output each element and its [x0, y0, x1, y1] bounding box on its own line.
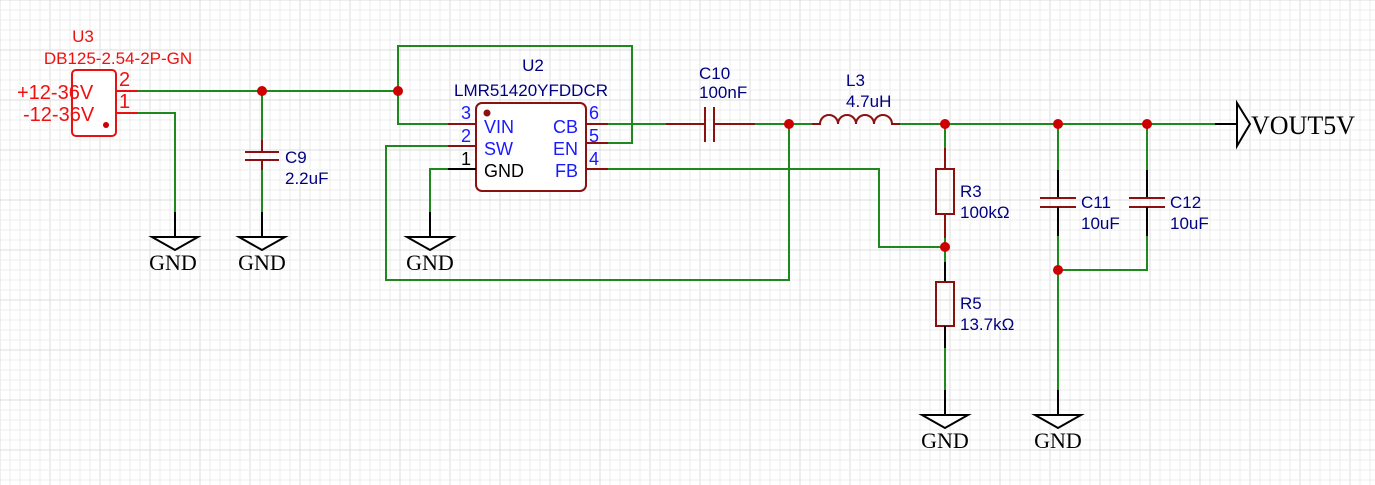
r5-designator: R5 [960, 294, 982, 313]
r3-designator: R3 [960, 182, 982, 201]
junction-dot [940, 242, 950, 252]
ground-icon [235, 236, 289, 252]
c9-value: 2.2uF [285, 169, 328, 188]
c9-designator: C9 [285, 148, 307, 167]
u2-pin-sw-num: 2 [461, 126, 471, 146]
u3-pin1-label: -12-36V [23, 104, 95, 126]
c11-designator: C11 [1081, 193, 1111, 212]
r5-value: 13.7kΩ [960, 315, 1014, 334]
gnd-u3[interactable]: GND [148, 212, 202, 275]
net-port-vout5v[interactable]: VOUT5V [1215, 99, 1355, 150]
gnd-u2[interactable]: GND [403, 212, 457, 275]
junctions [257, 86, 1152, 275]
wire-fb[interactable] [604, 168, 945, 248]
u2-pin-cb-name: CB [553, 117, 578, 137]
ground-icon [918, 414, 972, 430]
c12-designator: C12 [1170, 193, 1201, 212]
wire-u3-gnd[interactable] [138, 112, 176, 212]
u3-pin1-marker [103, 122, 109, 128]
connector-u3[interactable]: U3 DB125-2.54-2P-GN 2 1 +12-36V -12-36V [17, 27, 192, 137]
r3-body [935, 168, 955, 215]
c10-designator: C10 [699, 64, 730, 83]
u2-part: LMR51420YFDDCR [454, 81, 608, 100]
l3-value: 4.7uH [846, 92, 891, 111]
u3-body [71, 69, 117, 137]
c11-value: 10uF [1081, 214, 1120, 233]
u2-pin-sw-name: SW [484, 139, 513, 159]
l3-coil [812, 114, 900, 125]
ic-u2[interactable]: U2 LMR51420YFDDCR 3 2 1 6 5 4 VIN SW GND… [448, 56, 608, 192]
ground-icon [1031, 414, 1085, 430]
gnd-symbols: GND GND GND GND GND [148, 212, 1085, 453]
gnd-c11[interactable]: GND [1031, 390, 1085, 453]
u2-pin-gnd-num: 1 [461, 149, 471, 169]
inductor-l3[interactable]: L3 4.7uH [812, 71, 900, 125]
wire-c12-bottom[interactable] [1058, 236, 1148, 271]
gnd-c9[interactable]: GND [235, 212, 289, 275]
u2-pin-en-name: EN [553, 139, 578, 159]
u2-pin-fb-num: 4 [589, 149, 599, 169]
u2-pin-vin-name: VIN [484, 117, 514, 137]
c10-value: 100nF [699, 83, 747, 102]
junction-dot [393, 86, 403, 96]
gnd-r5[interactable]: GND [918, 390, 972, 453]
capacitor-c11[interactable]: C11 10uF [1040, 170, 1120, 236]
gnd-label: GND [238, 250, 286, 275]
gnd-label: GND [149, 250, 197, 275]
r3-value: 100kΩ [960, 203, 1010, 222]
u2-pin1-marker [483, 109, 491, 117]
junction-dot [1053, 265, 1063, 275]
ground-icon [148, 236, 202, 252]
resistor-r3[interactable]: R3 100kΩ [935, 148, 1010, 238]
u3-part: DB125-2.54-2P-GN [44, 49, 192, 68]
u2-pin-cb-num: 6 [589, 103, 599, 123]
vout-port-label: VOUT5V [1251, 111, 1355, 140]
u2-designator: U2 [522, 56, 544, 75]
r5-body [935, 281, 955, 327]
ground-icon [403, 236, 457, 252]
l3-designator: L3 [846, 71, 865, 90]
gnd-label: GND [406, 250, 454, 275]
wire-u2-gnd[interactable] [429, 168, 448, 212]
junction-dot [940, 119, 950, 129]
u3-pin2-num: 2 [119, 69, 130, 91]
capacitor-c12[interactable]: C12 10uF [1129, 170, 1209, 236]
junction-dot [1053, 119, 1063, 129]
u2-pin-fb-name: FB [555, 161, 578, 181]
u3-pin1-num: 1 [119, 91, 130, 113]
gnd-label: GND [921, 428, 969, 453]
capacitor-c10[interactable]: C10 100nF [666, 64, 755, 142]
resistor-r5[interactable]: R5 13.7kΩ [935, 262, 1014, 348]
gnd-label: GND [1034, 428, 1082, 453]
junction-dot [784, 119, 794, 129]
wire-vin-loop[interactable] [397, 45, 633, 144]
u3-pin2-label: +12-36V [17, 82, 94, 104]
c12-value: 10uF [1170, 214, 1209, 233]
wire-vin-to-u2[interactable] [397, 91, 448, 125]
junction-dot [1142, 119, 1152, 129]
u2-pin-gnd-name: GND [484, 161, 524, 181]
u2-pin-vin-num: 3 [461, 103, 471, 123]
wire-sw-net[interactable] [385, 124, 790, 281]
port-arrow-icon [1236, 99, 1252, 150]
u3-designator: U3 [72, 27, 94, 46]
wires [138, 45, 1215, 390]
capacitor-c9[interactable]: C9 2.2uF [245, 140, 328, 188]
junction-dot [257, 86, 267, 96]
u2-pin-en-num: 5 [589, 126, 599, 146]
